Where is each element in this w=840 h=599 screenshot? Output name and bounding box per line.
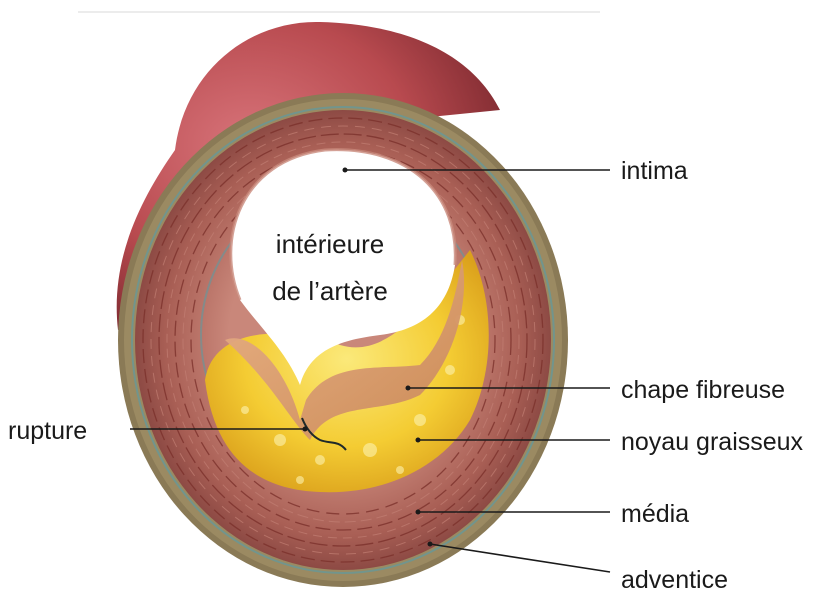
- lumen-label-line2: de l’artère: [272, 276, 388, 306]
- label-intima: intima: [621, 157, 688, 185]
- lumen-label-line1: intérieure: [276, 229, 384, 259]
- leader-adventitia: [430, 544, 610, 572]
- label-media: média: [621, 500, 689, 528]
- label-fibrous-cap: chape fibreuse: [621, 376, 785, 404]
- label-fatty-core: noyau graisseux: [621, 428, 804, 456]
- label-adventitia: adventice: [621, 566, 728, 594]
- label-rupture: rupture: [8, 417, 87, 445]
